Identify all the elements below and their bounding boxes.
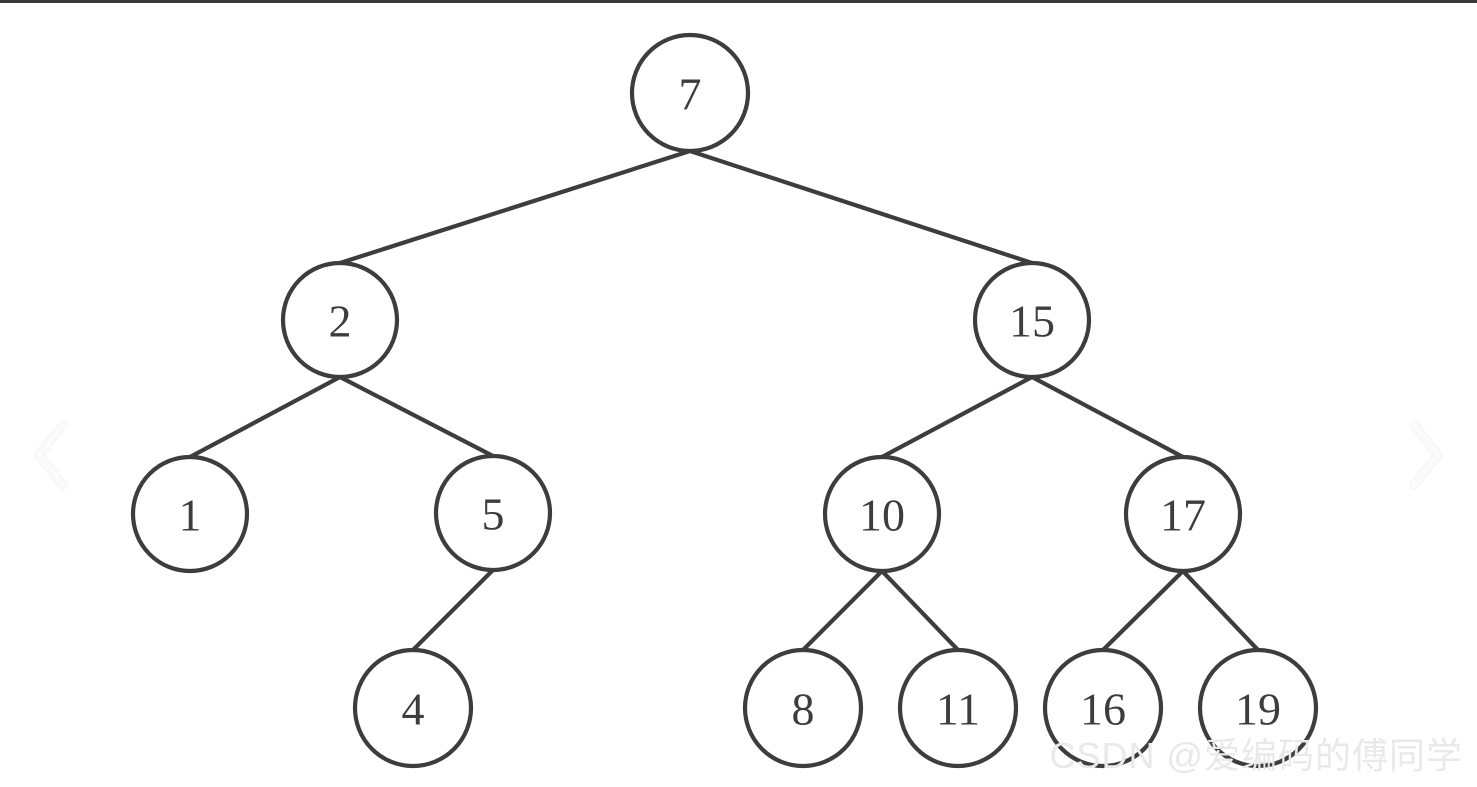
tree-node[interactable]: 15 [972,260,1092,380]
tree-edge [187,374,343,460]
tree-node-circle [897,647,1019,769]
tree-node[interactable]: 11 [897,647,1019,769]
tree-node-label: 1 [179,490,202,541]
tree-node[interactable]: 2 [280,260,400,380]
tree-node-circle [1123,454,1243,574]
tree-node[interactable]: 8 [742,647,864,769]
tree-node-circle [280,260,400,380]
tree-edge [879,568,961,653]
tree-edge [687,148,1035,266]
tree-node-circle [822,454,942,574]
tree-edge [1029,374,1186,460]
tree-node-circle [433,453,553,573]
tree-node-circle [352,647,474,769]
carousel-next-button[interactable] [1401,417,1447,493]
tree-node-circle [972,260,1092,380]
tree-node-circle [1042,647,1164,769]
tree-edge-layer [187,148,1261,653]
tree-node-circle [629,32,751,154]
tree-node-label: 17 [1160,490,1206,541]
tree-node-circle [742,647,864,769]
tree-node-label: 4 [402,684,425,735]
tree-node-label: 5 [482,489,505,540]
tree-edge [337,148,693,266]
tree-node-label: 10 [859,490,905,541]
tree-node[interactable]: 1 [130,454,250,574]
tree-node-circle [130,454,250,574]
tree-node-label: 11 [936,684,980,735]
tree-node-label: 16 [1080,684,1126,735]
tree-node-circle [1197,647,1319,769]
tree-edge [1100,568,1186,653]
tree-edge [1180,568,1261,653]
tree-node[interactable]: 4 [352,647,474,769]
tree-node[interactable]: 7 [629,32,751,154]
chevron-right-icon [1410,421,1442,489]
chevron-left-icon [35,421,67,489]
tree-edge [800,568,885,653]
tree-node[interactable]: 5 [433,453,553,573]
tree-node[interactable]: 10 [822,454,942,574]
tree-node[interactable]: 16 [1042,647,1164,769]
tree-edge [879,374,1035,460]
tree-node-label: 7 [679,69,702,120]
tree-edge [410,567,496,653]
tree-node[interactable]: 17 [1123,454,1243,574]
tree-node-label: 2 [329,296,352,347]
tree-node[interactable]: 19 [1197,647,1319,769]
tree-node-label: 8 [792,684,815,735]
tree-edge [337,374,496,459]
top-rule-divider [0,0,1477,3]
tree-node-label: 19 [1235,684,1281,735]
tree-node-label: 15 [1009,296,1055,347]
carousel-prev-button[interactable] [30,417,76,493]
